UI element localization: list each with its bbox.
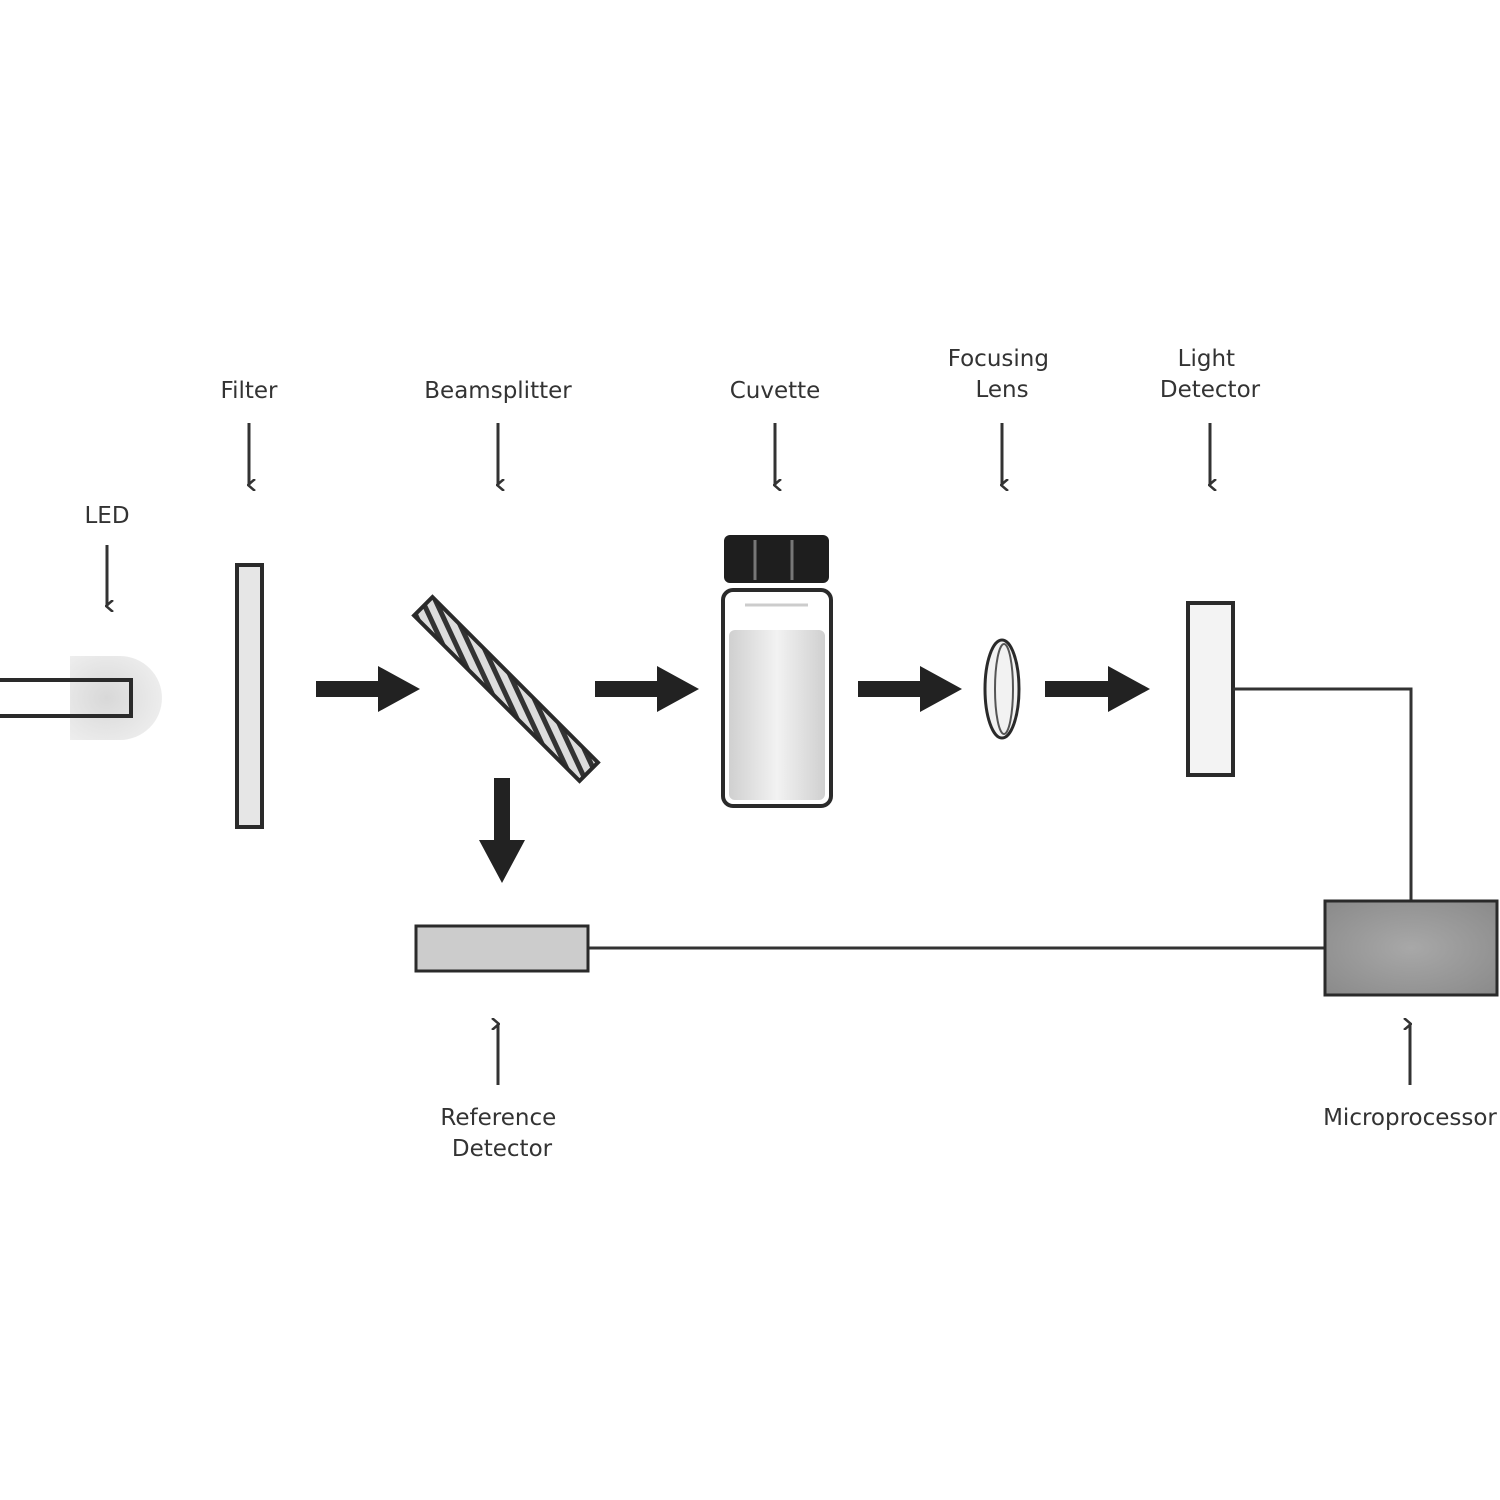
light-detector [1186, 601, 1235, 777]
beam-arrow-4 [1045, 666, 1150, 712]
beam-arrow-3 [858, 666, 962, 712]
cuvette-liquid [729, 630, 825, 800]
cuvette [721, 535, 833, 808]
beamsplitter [411, 594, 601, 784]
beam-arrow-down [479, 778, 525, 883]
focusing-lens-label-line1: Focusing [948, 346, 1049, 372]
light-detector-label-line1: Light [1178, 346, 1235, 372]
focusing-lens-label-line2: Lens [975, 377, 1028, 403]
reference-detector-label-line1: Reference [440, 1105, 556, 1131]
focusing-lens-label: Focusing Lens [948, 346, 1057, 403]
cuvette-cap [724, 535, 829, 583]
light-detector-label-line2: Detector [1160, 377, 1261, 403]
beam-arrow-1 [316, 666, 420, 712]
reference-detector [414, 924, 590, 973]
led-stem [0, 678, 133, 718]
filter [235, 563, 264, 829]
microprocessor [1323, 899, 1499, 997]
light-detector-wire [1233, 687, 1413, 901]
cuvette-label: Cuvette [730, 378, 821, 404]
beamsplitter-label: Beamsplitter [424, 378, 572, 404]
light-detector-label: Light Detector [1160, 346, 1261, 403]
reference-detector-label: Reference Detector [440, 1105, 563, 1162]
reference-detector-label-line2: Detector [452, 1136, 553, 1162]
led-dome [70, 656, 162, 740]
microprocessor-label: Microprocessor [1323, 1105, 1497, 1131]
beam-arrow-2 [595, 666, 699, 712]
led [0, 656, 162, 740]
filter-label: Filter [221, 378, 279, 404]
led-label: LED [84, 503, 129, 529]
focusing-lens [983, 638, 1021, 740]
